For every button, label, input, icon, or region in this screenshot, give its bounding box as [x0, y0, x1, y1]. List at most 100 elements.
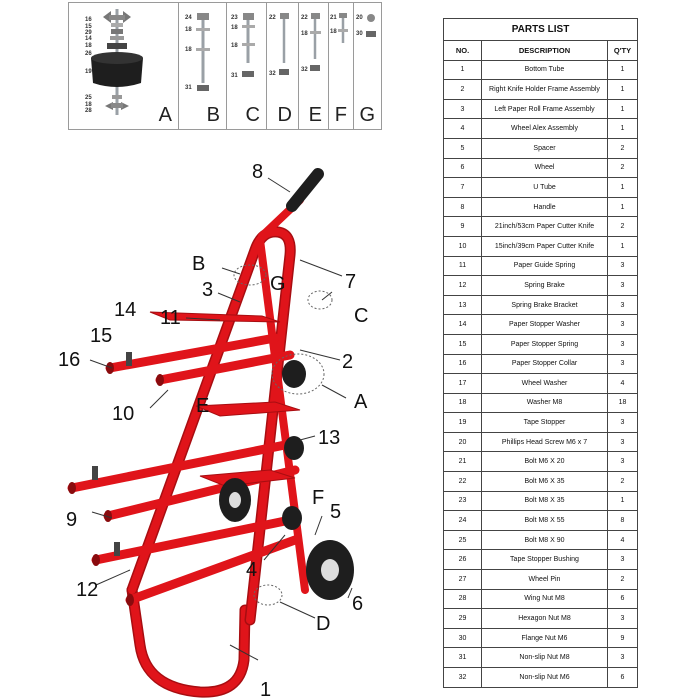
part-description: Flange Nut M6 [481, 627, 608, 649]
callout-14: 14 [114, 299, 136, 321]
part-description: Wheel Alex Assembly [481, 118, 608, 139]
part-number: 29 [443, 608, 482, 629]
part-description: Paper Stopper Washer [481, 314, 608, 335]
part-quantity: 1 [607, 235, 638, 257]
hardware-label: 18 [85, 102, 92, 108]
roll-arm-low-back [125, 535, 300, 605]
part-description: Non-slip Nut M6 [481, 667, 608, 688]
part-description: Wheel Pin [481, 569, 608, 590]
part-number: 17 [443, 373, 482, 394]
rear-upright [256, 236, 309, 594]
part-description: Washer M8 [481, 392, 608, 414]
callout-b: B [192, 253, 205, 275]
part-number: 25 [443, 529, 482, 551]
hardware-panel-b: 24 18 18 31 B [179, 3, 227, 129]
part-number: 30 [443, 627, 482, 649]
hardware-label: 29 [85, 30, 92, 36]
part-description: Left Paper Roll Frame Assembly [481, 98, 608, 120]
callout-8: 8 [252, 161, 263, 183]
part-description: Bottom Tube [481, 59, 608, 81]
bolt-m8x55-illustration [196, 13, 210, 91]
part-number: 16 [443, 353, 482, 375]
part-quantity: 1 [607, 59, 638, 81]
part-number: 13 [443, 294, 482, 316]
hardware-label: 32 [269, 71, 276, 77]
hardware-label: 25 [85, 95, 92, 101]
hardware-panel-f: 21 18 F [329, 3, 354, 129]
callout-4: 4 [246, 559, 257, 581]
part-description: Spring Brake [481, 275, 608, 296]
hardware-label: 18 [185, 27, 192, 33]
roll-arm-top-back [155, 350, 295, 385]
callout-g: G [270, 273, 286, 295]
callout-5: 5 [330, 501, 341, 523]
tape-stopper-knob [282, 506, 302, 530]
part-number: 15 [443, 333, 482, 355]
paper-guide-plate-low [199, 469, 296, 487]
leader-line [229, 644, 259, 661]
bottom-tube [126, 584, 251, 698]
part-quantity: 3 [607, 608, 638, 629]
phillips-screw-illustration [366, 14, 376, 37]
part-number: 14 [443, 314, 482, 335]
part-quantity: 6 [607, 667, 638, 688]
bolt-m8x35-illustration [242, 13, 255, 77]
detail-marker-c [307, 290, 333, 310]
hardware-panel-g: 20 30 G [354, 3, 381, 129]
parts-list-title: PARTS LIST [443, 18, 638, 41]
part-number: 18 [443, 392, 482, 414]
part-number: 32 [443, 667, 482, 688]
part-number: 31 [443, 647, 482, 668]
callout-3: 3 [202, 279, 213, 301]
part-quantity: 1 [607, 98, 638, 120]
hardware-label: 15 [85, 24, 92, 30]
hardware-label: 19 [85, 69, 92, 75]
part-quantity: 1 [607, 118, 638, 139]
part-description: Bolt M8 X 55 [481, 510, 608, 531]
leader-line [89, 359, 113, 369]
part-number: 3 [443, 98, 482, 120]
part-description: Paper Stopper Spring [481, 333, 608, 355]
detail-marker-d [253, 584, 283, 606]
part-number: 28 [443, 588, 482, 610]
leader-line [279, 601, 316, 619]
part-quantity: 3 [607, 314, 638, 335]
hardware-label: 18 [330, 29, 337, 35]
panel-letter: G [359, 104, 375, 126]
part-quantity: 3 [607, 549, 638, 571]
leader-line [299, 435, 316, 441]
part-number: 6 [443, 157, 482, 179]
callout-7: 7 [345, 271, 356, 293]
part-description: Bolt M8 X 35 [481, 490, 608, 512]
part-description: 21inch/53cm Paper Cutter Knife [481, 216, 608, 237]
part-description: U Tube [481, 177, 608, 198]
tube-end-cap [104, 510, 112, 522]
part-description: Hexagon Nut M8 [481, 608, 608, 629]
part-number: 12 [443, 275, 482, 296]
part-quantity: 3 [607, 431, 638, 453]
part-quantity: 1 [607, 177, 638, 198]
header-description: DESCRIPTION [481, 40, 608, 61]
part-quantity: 4 [607, 529, 638, 551]
detail-marker-a [271, 353, 325, 395]
part-quantity: 9 [607, 627, 638, 649]
part-quantity: 4 [607, 373, 638, 394]
wheel-left-hub [229, 492, 241, 508]
hardware-label: 18 [301, 31, 308, 37]
